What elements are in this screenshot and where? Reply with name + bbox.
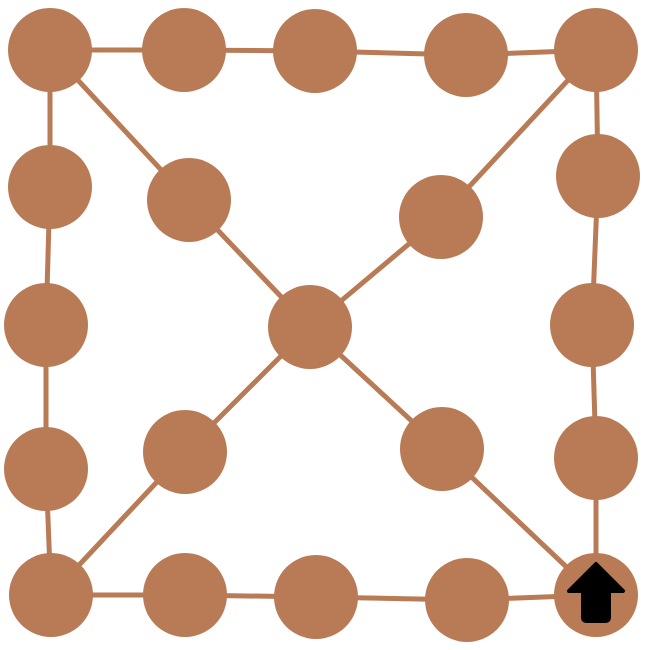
board-node-n-0-0[interactable] xyxy=(8,8,92,92)
board-node-n-1-0[interactable] xyxy=(8,145,92,229)
board-node-n-4-2[interactable] xyxy=(274,555,358,639)
board-node-n-0-2[interactable] xyxy=(273,9,357,93)
board-node-n-1-4[interactable] xyxy=(556,134,640,218)
arrow-up-shape xyxy=(567,562,625,623)
board-node-n-4-0[interactable] xyxy=(9,553,93,637)
board-node-n-0-3[interactable] xyxy=(424,13,508,97)
board-node-n-3-0[interactable] xyxy=(4,427,88,511)
piece-layer xyxy=(567,562,625,623)
board-node-n-2-4[interactable] xyxy=(550,283,634,367)
board-node-n-c-tr[interactable] xyxy=(399,175,483,259)
board-node-n-0-4[interactable] xyxy=(554,8,638,92)
board-node-n-center[interactable] xyxy=(268,285,352,369)
board-nodes xyxy=(4,8,640,642)
board-node-n-0-1[interactable] xyxy=(142,8,226,92)
board-node-n-2-0[interactable] xyxy=(4,283,88,367)
board-node-n-c-br[interactable] xyxy=(400,407,484,491)
arrow-up-icon[interactable] xyxy=(567,562,625,623)
board-node-n-3-4[interactable] xyxy=(554,416,638,500)
board-node-n-c-bl[interactable] xyxy=(143,410,227,494)
board-node-n-4-3[interactable] xyxy=(425,558,509,642)
board-node-n-4-1[interactable] xyxy=(143,553,227,637)
board-node-n-c-tl[interactable] xyxy=(147,158,231,242)
